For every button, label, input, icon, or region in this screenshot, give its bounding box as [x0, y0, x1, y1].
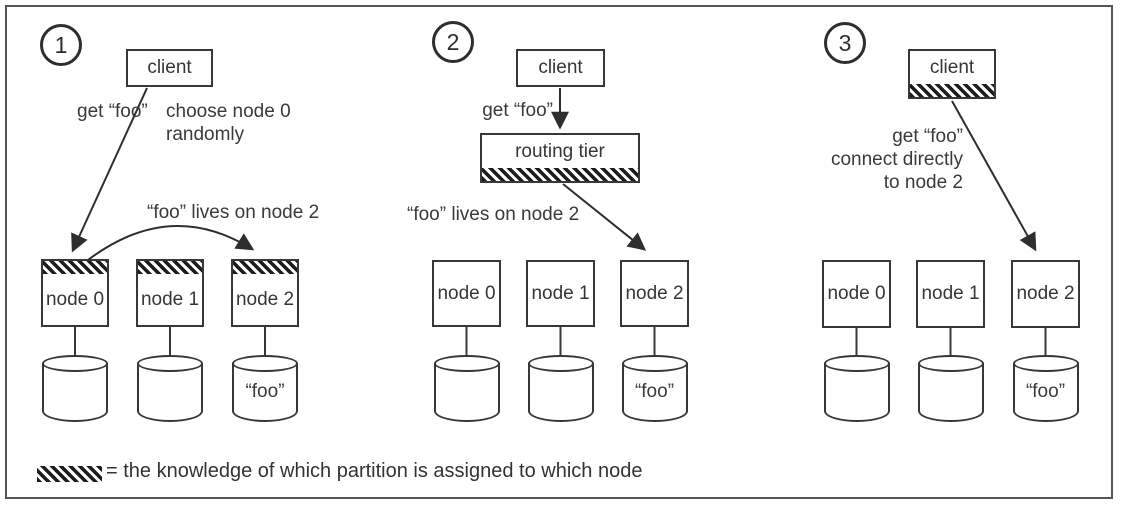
panel-2-node-0-box: node 0	[432, 260, 501, 327]
panel-3-request-line-3: to node 2	[883, 172, 963, 193]
panel-2-routing-tier-hatch-strip	[482, 168, 638, 181]
panel-3-connect-note: get “foo” connect directly to node 2	[819, 125, 963, 194]
panel-1-db-cylinder-0	[42, 355, 108, 422]
panel-1-node-1-label: node 1	[140, 288, 200, 310]
panel-3-request-line-1: get “foo”	[892, 126, 963, 147]
panel-1-note-line-1: choose node 0	[166, 101, 291, 122]
panel-3-db-cylinder-2: “foo”	[1012, 355, 1079, 422]
panel-2-node-1-box: node 1	[526, 260, 595, 327]
panel-3-number: 3	[838, 29, 852, 56]
panel-1-node-2-box: node 2	[231, 259, 299, 327]
panel-3-node-2-box: node 2	[1011, 260, 1080, 328]
panel-3-foo-value: “foo”	[1025, 381, 1066, 402]
panel-2-db-cylinder-0	[433, 355, 500, 422]
panel-3-node-1-box: node 1	[916, 260, 985, 328]
panel-1-node-0-hatch-strip	[43, 261, 107, 274]
panel-2-number: 2	[446, 28, 460, 55]
panel-3-node-0-label: node 0	[827, 283, 886, 304]
panel-2-foo-value: “foo”	[634, 381, 675, 402]
panel-2-node-0-label: node 0	[437, 282, 496, 304]
panel-2-routing-tier-label: routing tier	[515, 140, 605, 162]
panel-1-node-1-box: node 1	[136, 259, 204, 327]
panel-1-foo-value: “foo”	[245, 381, 285, 402]
panel-3-number-badge: 3	[824, 22, 866, 64]
panel-1-client-label: client	[147, 57, 192, 78]
panel-3-node-0-box: node 0	[822, 260, 891, 328]
panel-3-client-hatch-strip	[910, 84, 994, 97]
panel-1-choose-node-note: choose node 0 randomly	[166, 100, 291, 146]
panel-3-node-1-label: node 1	[921, 283, 980, 304]
panel-1-node-2-label: node 2	[235, 288, 295, 310]
panel-2-db-cylinder-2: “foo”	[621, 355, 688, 422]
panel-1-node-2-hatch-strip	[233, 261, 297, 274]
panel-2-client-label: client	[538, 57, 583, 78]
panel-3-request-line-2: connect directly	[830, 149, 963, 170]
panel-2-routing-tier-box: routing tier	[480, 133, 640, 183]
panel-1-get-foo-label: get “foo”	[77, 101, 148, 122]
panel-1-note-line-2: randomly	[166, 124, 245, 145]
panel-2-get-foo-label: get “foo”	[482, 100, 553, 121]
panel-2-node-2-box: node 2	[620, 260, 689, 327]
panel-2-number-badge: 2	[432, 21, 474, 63]
legend-text: = the knowledge of which partition is as…	[106, 460, 643, 482]
panel-2-lives-on-node2-label: “foo” lives on node 2	[407, 204, 580, 225]
panel-1-client-box: client	[126, 49, 213, 87]
panel-2-node-2-label: node 2	[625, 282, 684, 304]
panel-1-db-cylinder-2: “foo”	[232, 355, 298, 422]
panel-3-node-2-label: node 2	[1016, 283, 1075, 304]
panel-1-node-0-label: node 0	[45, 288, 105, 310]
panel-1-number: 1	[54, 31, 68, 58]
panel-2-client-box: client	[516, 49, 605, 87]
legend-hatch-swatch	[37, 466, 102, 482]
panel-3-client-box: client	[908, 49, 996, 99]
panel-1-lives-on-node2-label: “foo” lives on node 2	[147, 202, 320, 223]
panel-1-number-badge: 1	[40, 24, 82, 66]
panel-3-client-label: client	[929, 56, 975, 78]
panel-2-node-1-label: node 1	[531, 282, 590, 304]
panel-3-db-cylinder-0	[823, 355, 890, 422]
panel-3-db-cylinder-1	[917, 355, 984, 422]
panel-2-db-cylinder-1	[527, 355, 594, 422]
panel-1-node-0-box: node 0	[41, 259, 109, 327]
panel-1-node-1-hatch-strip	[138, 261, 202, 274]
panel-1-db-cylinder-1	[137, 355, 203, 422]
